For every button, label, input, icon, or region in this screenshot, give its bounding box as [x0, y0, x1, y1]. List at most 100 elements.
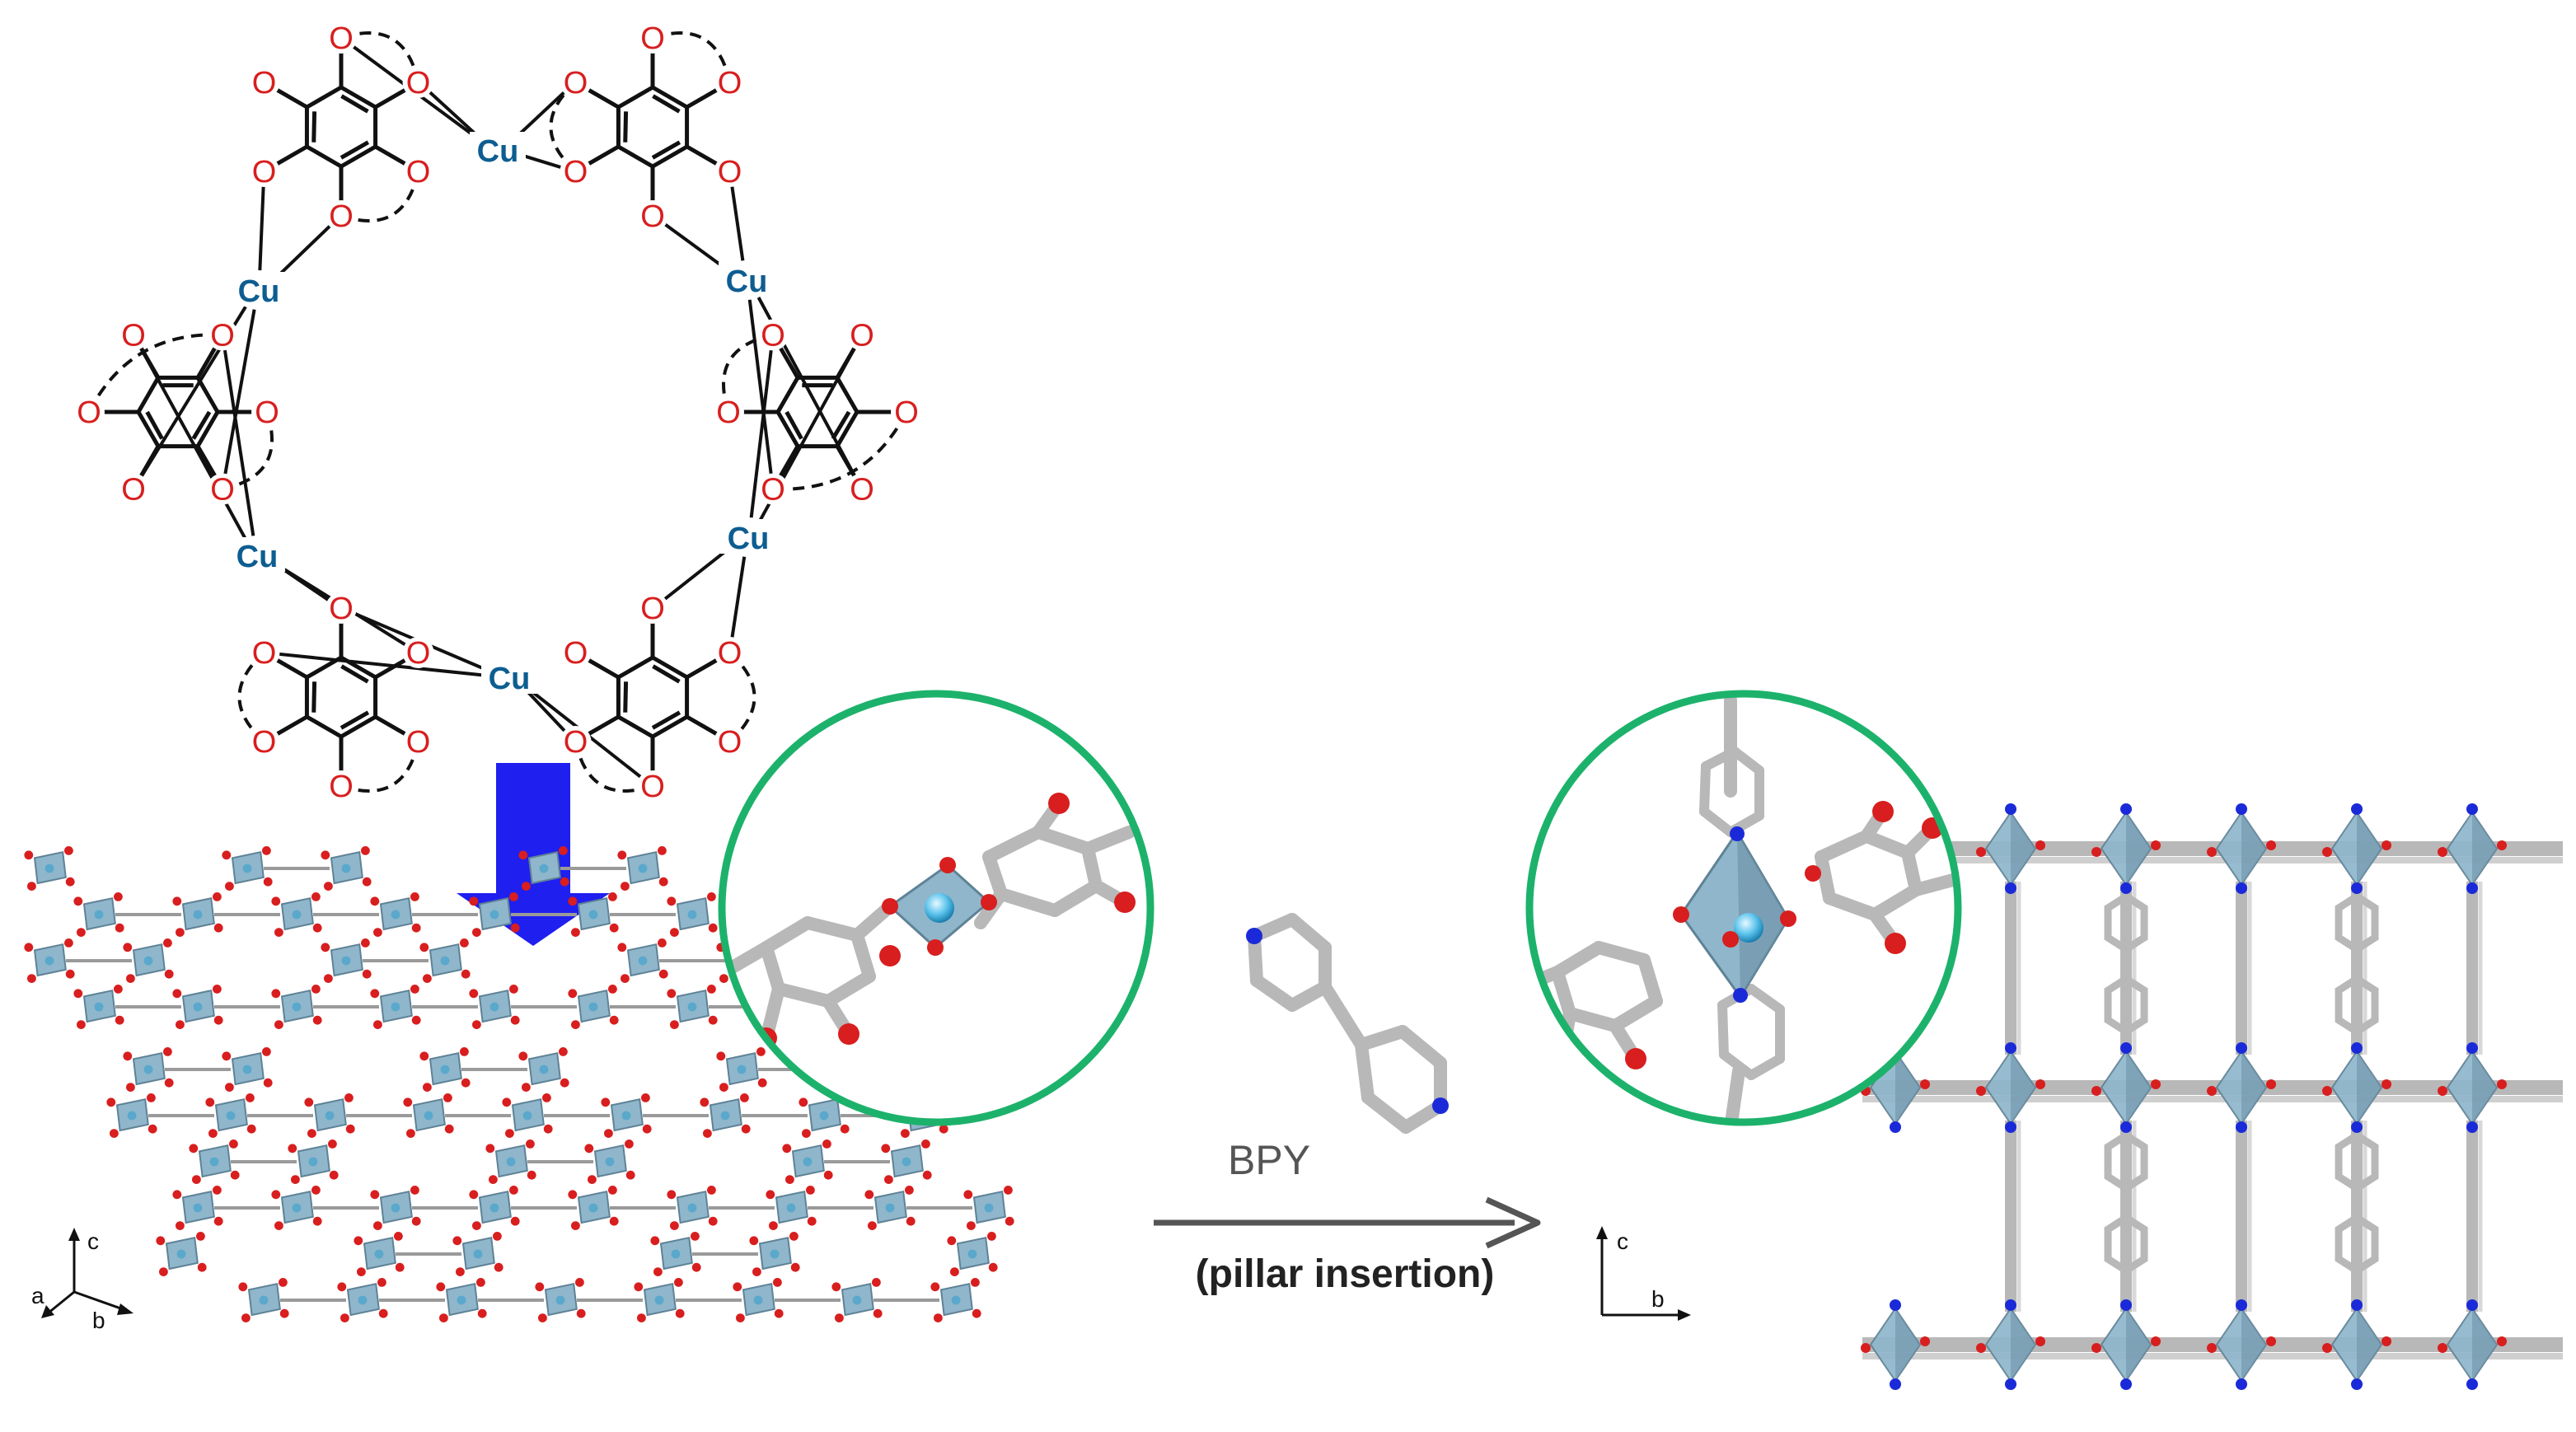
atom-ball [1872, 801, 1894, 822]
atom-ball [1114, 891, 1136, 913]
c-o-bond [586, 87, 620, 110]
2d-layer-network [24, 846, 1014, 1322]
cu-o-bond [730, 185, 745, 261]
oxygen-ball [708, 923, 718, 933]
oxygen-ball [411, 923, 421, 933]
cu-center [852, 1295, 862, 1305]
oxygen-atom-label: O [718, 155, 742, 190]
cu-node [617, 846, 668, 891]
oxygen-ball [650, 1236, 660, 1246]
oxygen-ball [864, 1190, 874, 1200]
octahedron-face [2357, 1308, 2382, 1381]
cu-node [238, 1278, 289, 1322]
oxygen-ball [707, 985, 716, 994]
oxygen-ball [24, 850, 34, 860]
nitrogen-ball [2005, 882, 2016, 894]
oxygen-ball [370, 989, 380, 999]
cu-center [819, 1111, 829, 1121]
oxygen-ball [164, 1078, 174, 1088]
oxygen-ball [667, 989, 677, 999]
oxygen-ball [373, 1221, 382, 1230]
benzene-ring [304, 85, 378, 169]
cu-node [864, 1186, 916, 1230]
cu-center [176, 1249, 186, 1259]
cu-center [786, 1203, 796, 1213]
oxygen-ball [967, 1221, 976, 1230]
stick-bond [822, 970, 876, 1008]
oxygen-ball [2035, 840, 2045, 850]
oxygen-atom-label: O [255, 395, 279, 430]
oxygen-ball [225, 882, 234, 891]
cu-node [452, 1232, 503, 1276]
copper-bg [481, 659, 537, 694]
cu-o-bond [139, 347, 247, 540]
oxygen-ball [2322, 1343, 2332, 1353]
oxygen-atom-label: O [564, 725, 588, 760]
oxygen-ball [2091, 1086, 2101, 1096]
cu-center [473, 1249, 483, 1259]
oxygen-ball [510, 923, 520, 933]
c-o-bond [586, 144, 620, 166]
oxygen-bg [714, 156, 746, 187]
oxygen-ball [571, 1221, 580, 1230]
cu-center [753, 1295, 763, 1305]
oxygen-ball [321, 850, 330, 860]
cu-node [222, 846, 273, 891]
double-bond [652, 94, 681, 114]
cu-center [391, 1002, 400, 1012]
oxygen-bg [402, 156, 434, 187]
cu-center [193, 1002, 203, 1012]
oxygen-ball [357, 1267, 366, 1276]
oxygen-ball [568, 896, 578, 906]
oxygen-ball [246, 1093, 255, 1102]
cu-o-bond [663, 547, 730, 601]
octahedron-face [2472, 1051, 2497, 1124]
stick-bond [1318, 980, 1368, 1051]
oxygen-ball [222, 850, 232, 860]
oxygen-ball [522, 1083, 531, 1092]
oxygen-ball [930, 1282, 940, 1292]
oxygen-ball [1976, 847, 1986, 857]
oxygen-ball [733, 1282, 742, 1292]
cu-node [73, 985, 124, 1029]
octahedron-face [2357, 1051, 2382, 1124]
oxygen-bg [560, 156, 592, 187]
octahedron-face [2011, 1308, 2035, 1381]
stick-bond [1361, 1091, 1412, 1134]
cu-o-bond [526, 690, 566, 732]
oxygen-bg [326, 592, 357, 624]
oxygen-ball [311, 1186, 321, 1195]
oxygen-ball [311, 985, 321, 994]
atom-ball [1551, 1052, 1572, 1074]
atom-ball [1730, 826, 1745, 841]
cu-center [391, 1203, 400, 1213]
oxygen-ball [625, 1140, 634, 1149]
pyridine-ring [2335, 891, 2379, 954]
nitrogen-ball [2236, 1121, 2247, 1133]
oxygen-atom-label: O [640, 21, 665, 56]
copper-bg [231, 272, 287, 307]
oxygen-ball [674, 1278, 683, 1287]
oxygen-ball [378, 1308, 388, 1318]
oxygen-ball [172, 1190, 182, 1200]
oxygen-ball [263, 1078, 273, 1088]
oxygen-ball [1976, 1086, 1986, 1096]
double-bond [785, 410, 803, 440]
c-o-bond [274, 144, 308, 166]
oxygen-ball [608, 892, 617, 901]
octahedron-face [2241, 1051, 2266, 1124]
c-o-bond [778, 345, 800, 379]
oxygen-ball [921, 1140, 930, 1149]
atom-ball [1048, 793, 1070, 814]
cu-center [374, 1249, 384, 1259]
oxygen-ball [502, 1097, 512, 1107]
oxygen-bg [251, 396, 283, 428]
oxygen-ball [2322, 847, 2332, 857]
double-bond [311, 681, 317, 713]
oxygen-ball [163, 1047, 172, 1056]
oxygen-ball [485, 1144, 495, 1154]
cu-o-bond [223, 309, 256, 475]
double-bond [191, 410, 212, 440]
oxygen-ball [461, 969, 471, 979]
oxygen-ball [617, 943, 627, 952]
